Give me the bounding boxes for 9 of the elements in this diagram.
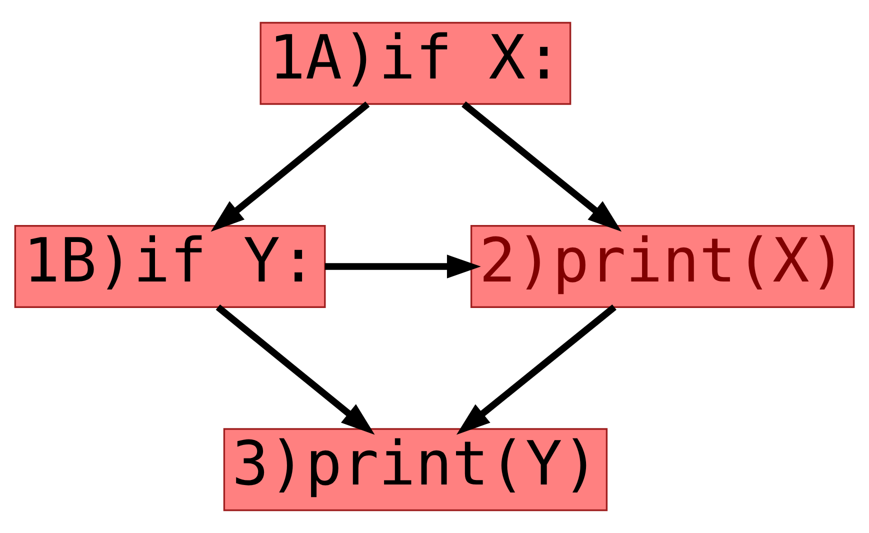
arrow xyxy=(324,254,481,278)
node-box: 1A)if X: xyxy=(260,22,572,105)
node-box: 1B)if Y: xyxy=(14,225,326,308)
arrow xyxy=(216,304,375,435)
node-box: 2)print(X) xyxy=(470,225,855,308)
arrow xyxy=(462,101,622,232)
arrow xyxy=(456,304,616,435)
node-box: 3)print(Y) xyxy=(223,428,608,512)
arrow xyxy=(210,101,370,232)
